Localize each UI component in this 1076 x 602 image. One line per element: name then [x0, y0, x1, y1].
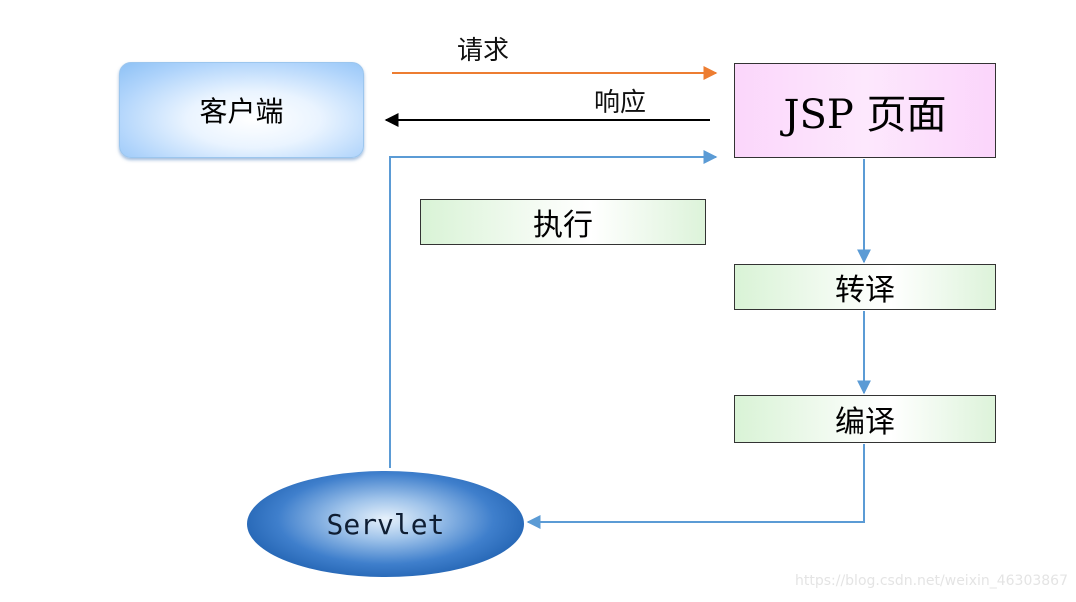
translate-step: 转译 [734, 264, 996, 310]
jsp-page-label: JSP 页面 [783, 91, 947, 138]
client-label: 客户端 [199, 95, 284, 128]
request-label: 请求 [457, 36, 510, 66]
compile-label: 编译 [835, 405, 895, 440]
servlet-node: Servlet [247, 471, 524, 577]
servlet-label: Servlet [326, 507, 445, 541]
watermark-text: https://blog.csdn.net/weixin_46303867 [794, 573, 1068, 589]
translate-label: 转译 [835, 273, 895, 308]
compile-to-servlet-arrow [526, 444, 865, 529]
client-node: 客户端 [119, 62, 364, 158]
execute-step: 执行 [420, 199, 706, 245]
servlet-to-jsp-arrow [389, 150, 718, 468]
execute-label: 执行 [533, 208, 593, 243]
jsp-page-node: JSP 页面 [734, 63, 996, 158]
response-label: 响应 [594, 88, 647, 118]
compile-step: 编译 [734, 395, 996, 443]
